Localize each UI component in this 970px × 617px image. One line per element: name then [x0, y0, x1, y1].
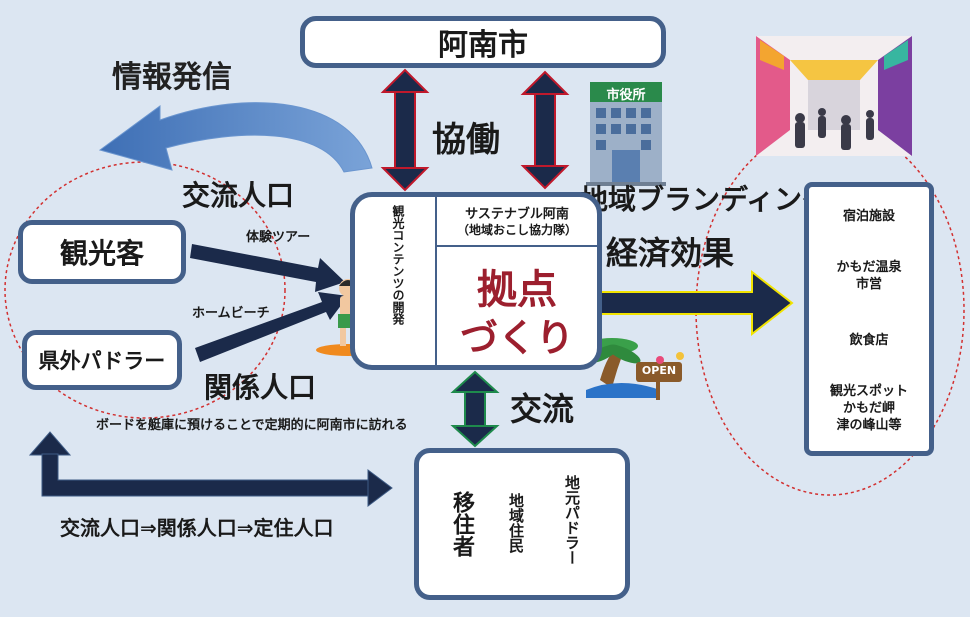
info-dissemination-label: 情報発信	[112, 60, 232, 95]
tourist-label: 観光客	[59, 237, 144, 270]
exchange-label: 交流	[510, 390, 575, 428]
related-population-label: 関係人口	[204, 371, 317, 404]
city-office-icon	[586, 82, 666, 186]
benefits-box: 宿泊施設 かもだ温泉 市営 飲食店 観光スポット かもだ岬 津の峰山等	[804, 182, 934, 456]
tour-arrow	[190, 244, 345, 292]
residents-box: 移住者 地域住民 地元パドラー	[414, 448, 630, 600]
beach-arrow	[195, 292, 348, 362]
tourist-box: 観光客	[18, 220, 186, 284]
tour-label: 体験ツアー	[246, 230, 311, 245]
base-building-line2: づくり	[459, 316, 574, 360]
paddler-box: 県外パドラー	[22, 330, 182, 390]
local-paddlers-label: 地元パドラー	[563, 475, 581, 565]
exchange-population-label: 交流人口	[182, 179, 295, 212]
sustainable-anan-label: サステナブル阿南	[465, 207, 569, 222]
economic-label: 経済効果	[606, 234, 735, 272]
hub-divider-vertical	[435, 197, 437, 365]
migrants-label: 移住者	[449, 491, 474, 557]
economic-arrow	[599, 269, 794, 337]
benefit-item: 飲食店	[849, 333, 889, 348]
hub-divider-horizontal	[437, 245, 597, 247]
paddler-label: 県外パドラー	[38, 349, 166, 373]
base-building-line1: 拠点	[477, 267, 557, 313]
benefit-item: かもだ温泉 市営	[836, 260, 902, 292]
cooperation-arrow-left	[380, 68, 430, 192]
cooperation-label: 協働	[432, 120, 500, 160]
branding-label: 地域ブランディング	[580, 183, 831, 216]
content-development-label: 観光コンテンツの開発	[391, 205, 405, 325]
hub-box: 観光コンテンツの開発 サステナブル阿南 （地域おこし協力隊） 拠点 づくり	[350, 192, 602, 370]
volunteers-label: （地域おこし協力隊）	[456, 223, 577, 237]
exchange-arrow	[450, 370, 500, 448]
cooperation-arrow-right	[520, 70, 570, 190]
shopping-street-image	[756, 36, 912, 156]
local-residents-label: 地域住民	[507, 493, 525, 553]
beach-label: ホームビーチ	[192, 306, 270, 321]
benefit-item: 観光スポット かもだ岬 津の峰山等	[829, 384, 908, 433]
benefit-item: 宿泊施設	[842, 209, 895, 224]
flow-label: 交流人口⇒関係人口⇒定住人口	[60, 516, 334, 540]
flow-arrow	[28, 431, 393, 507]
city-box: 阿南市	[300, 16, 666, 68]
open-sign: OPEN	[641, 364, 677, 377]
info-curve-arrow	[98, 102, 373, 173]
board-note: ボードを艇庫に預けることで定期的に阿南市に訪れる	[96, 418, 408, 433]
city-title: 阿南市	[438, 28, 528, 63]
city-office-sign: 市役所	[606, 88, 646, 103]
